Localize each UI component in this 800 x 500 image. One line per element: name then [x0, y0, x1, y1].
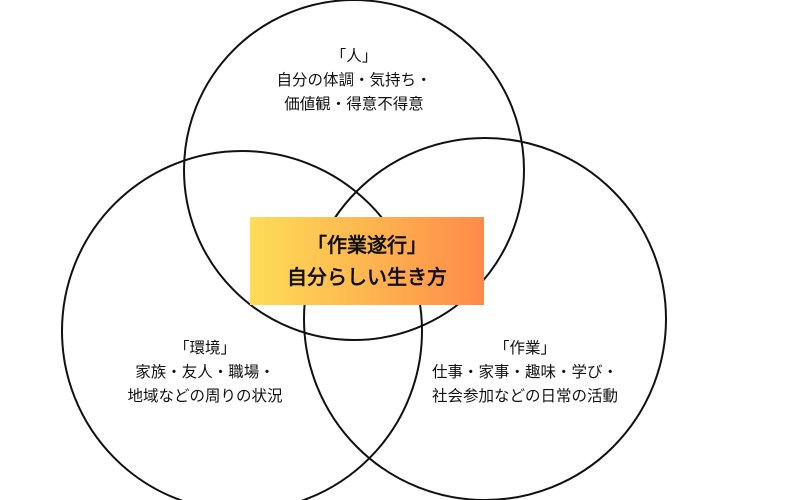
label-occupation-line1: 仕事・家事・趣味・学び・ [431, 363, 619, 381]
label-person-line1: 自分の体調・気持ち・ [276, 71, 432, 89]
label-environment: 「環境」 家族・友人・職場・ 地域などの周りの状況 [127, 336, 282, 408]
label-environment-line2: 地域などの周りの状況 [127, 387, 283, 405]
label-occupation-line2: 社会参加などの日常の活動 [431, 387, 619, 405]
label-environment-title: 「環境」 [173, 339, 237, 357]
label-environment-line1: 家族・友人・職場・ [135, 363, 275, 381]
center-box: 「作業遂行」 自分らしい生き方 [250, 217, 484, 305]
circle-occupation [303, 137, 667, 500]
circle-person [183, 0, 525, 341]
center-title: 「作業遂行」 [307, 233, 427, 257]
label-person-line2: 価値観・得意不得意 [284, 95, 424, 113]
center-subtitle: 自分らしい生き方 [287, 265, 447, 289]
label-occupation: 「作業」 仕事・家事・趣味・学び・ 社会参加などの日常の活動 [432, 336, 618, 408]
label-person-title: 「人」 [330, 47, 378, 65]
label-occupation-title: 「作業」 [493, 339, 557, 357]
label-person: 「人」 自分の体調・気持ち・ 価値観・得意不得意 [276, 44, 431, 116]
circle-environment [61, 150, 423, 500]
